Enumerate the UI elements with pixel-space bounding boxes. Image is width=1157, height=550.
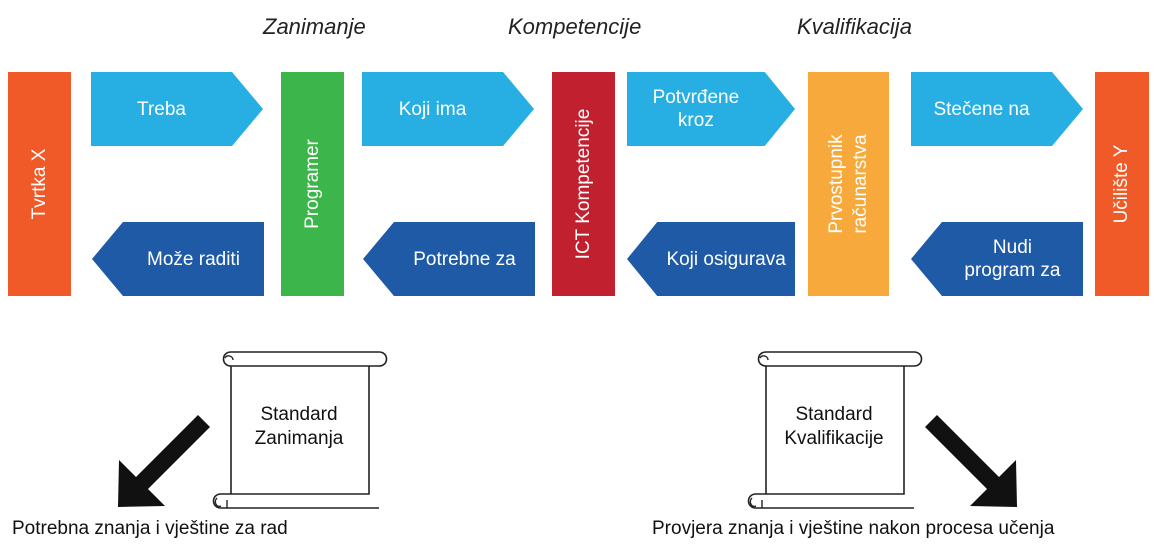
arrow-needs-label: Treba <box>137 98 186 120</box>
header-occupation: Zanimanje <box>263 14 366 39</box>
arrow-offers-program: Nudi program za <box>911 222 1083 296</box>
down-left-arrow-icon <box>118 415 210 507</box>
ict-competences-box: ICT Kompetencije <box>552 72 615 296</box>
arrow-needed-for-label: Potrebne za <box>413 248 516 270</box>
arrow-which-has: Koji ima <box>362 72 534 146</box>
arrow-offers-line1: Nudi <box>992 237 1032 258</box>
header-competences: Kompetencije <box>508 14 642 39</box>
ict-competences-label: ICT Kompetencije <box>572 108 594 260</box>
caption-left: Potrebna znanja i vještine za rad <box>12 518 288 539</box>
company-box: Tvrtka X <box>8 72 71 296</box>
arrow-which-ensures: Koji osigurava <box>627 222 795 296</box>
qualification-standard-scroll-icon <box>747 351 923 509</box>
bachelor-label-line2: računarstva <box>849 134 871 234</box>
arrow-offers-label: Nudi program za <box>942 222 1083 296</box>
bachelor-label: Prvostupnik računarstva <box>825 134 873 233</box>
arrow-confirmed-line2: kroz <box>677 110 714 131</box>
arrow-needs: Treba <box>91 72 263 146</box>
arrow-confirmed-label: Potvrđene kroz <box>627 72 765 146</box>
bachelor-label-line1: Prvostupnik <box>825 134 847 234</box>
arrow-can-work: Može raditi <box>92 222 264 296</box>
company-label: Tvrtka X <box>28 148 50 220</box>
occupation-standard-line2: Zanimanja <box>254 428 344 449</box>
arrow-which-has-label: Koji ima <box>398 98 467 120</box>
header-qualification: Kvalifikacija <box>797 14 912 39</box>
occupation-standard-text: Standard Zanimanja <box>232 403 366 451</box>
qualification-standard-line2: Kvalifikacije <box>784 428 884 449</box>
qualification-standard-line1: Standard <box>795 404 873 425</box>
arrow-acquired-at: Stečene na <box>911 72 1083 146</box>
programmer-label: Programer <box>301 139 323 229</box>
caption-right: Provjera znanja i vještine nakon procesa… <box>652 518 1055 539</box>
arrow-needed-for: Potrebne za <box>363 222 535 296</box>
school-label: Učilište Y <box>1111 144 1132 224</box>
occupation-standard-scroll-icon <box>212 351 388 509</box>
arrow-can-work-label: Može raditi <box>147 248 240 270</box>
arrow-offers-line2: program za <box>964 260 1061 281</box>
programmer-box: Programer <box>281 72 344 296</box>
arrow-acquired-label: Stečene na <box>933 98 1030 120</box>
arrow-confirmed-through: Potvrđene kroz <box>627 72 795 146</box>
school-box: Učilište Y <box>1095 72 1149 296</box>
arrow-confirmed-line1: Potvrđene <box>652 87 740 108</box>
bachelor-box: Prvostupnik računarstva <box>808 72 889 296</box>
arrow-which-ensures-label: Koji osigurava <box>666 248 786 270</box>
down-right-arrow-icon <box>925 415 1017 507</box>
occupation-standard-line1: Standard <box>260 404 338 425</box>
qualification-standard-text: Standard Kvalifikacije <box>767 403 901 451</box>
